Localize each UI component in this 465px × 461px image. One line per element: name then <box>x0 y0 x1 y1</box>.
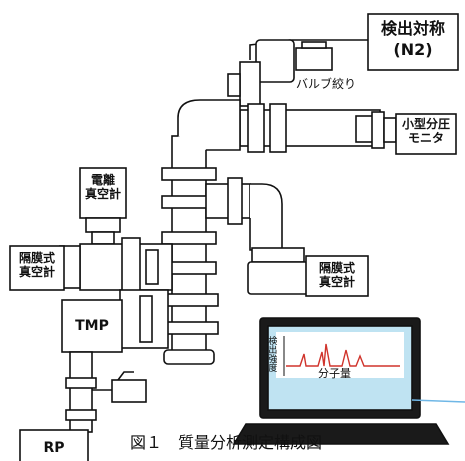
flange-valve <box>239 61 261 107</box>
small-monitor-label: 小型分圧 モニタ <box>401 117 450 145</box>
screen-xlabel: 分子量 <box>318 367 351 380</box>
rp-label: RP <box>43 440 65 456</box>
small-monitor-box <box>395 113 457 155</box>
elbow-top <box>255 39 295 83</box>
figure-caption: 図１ 質量分析測定構成図 <box>130 433 323 452</box>
valve-label: バルブ絞り <box>296 77 357 91</box>
side-valve <box>111 379 147 403</box>
diaphragm-right-label: 隔膜式 真空計 <box>318 261 355 289</box>
laptop-base <box>232 423 450 445</box>
rp-body <box>19 429 89 461</box>
ion-gauge-box <box>79 167 127 219</box>
valve-body <box>295 47 333 71</box>
elbow-upper-left <box>177 99 241 151</box>
target-gas-label: 検出対称 (N2) <box>380 19 445 60</box>
screen-ylabel: 検出強度 <box>266 336 277 372</box>
target-gas-box <box>367 13 459 71</box>
diaphragm-left-label: 隔膜式 真空計 <box>18 251 55 279</box>
diaphragm-left-box <box>9 245 65 291</box>
cable <box>411 399 465 403</box>
tmp-label: TMP <box>75 318 109 334</box>
diaphragm-right-box <box>305 255 369 297</box>
laptop <box>232 317 450 445</box>
ion-gauge-label: 電離 真空計 <box>84 173 121 201</box>
flange-monitor <box>371 111 385 149</box>
diaphragm-right-body <box>247 261 309 295</box>
spectrum-trace <box>286 343 400 367</box>
elbow-right <box>249 183 283 251</box>
tmp-body <box>61 299 123 353</box>
